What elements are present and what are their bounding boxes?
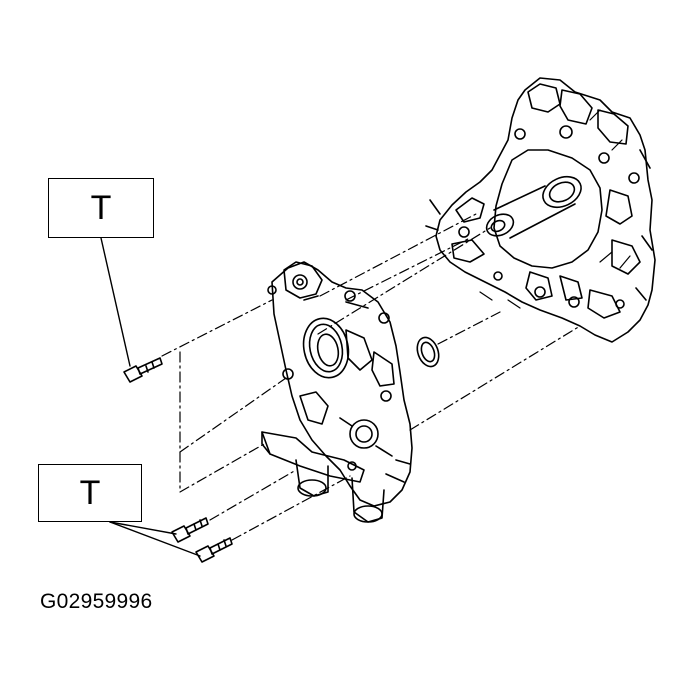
bolt-lower-1 [171,517,209,543]
callout-box-top: T [48,178,154,238]
callout-box-bottom: T [38,464,142,522]
figure-id: G02959996 [40,590,153,613]
o-ring [416,336,440,368]
engine-block-edges [479,109,631,309]
callout-leaders [100,237,201,557]
bolt-lower-2 [195,537,233,563]
assembly-lines [161,213,581,541]
callout-label: T [90,188,112,227]
bolt-top [123,357,163,383]
callout-label: T [79,473,101,512]
engine-block [425,77,656,343]
